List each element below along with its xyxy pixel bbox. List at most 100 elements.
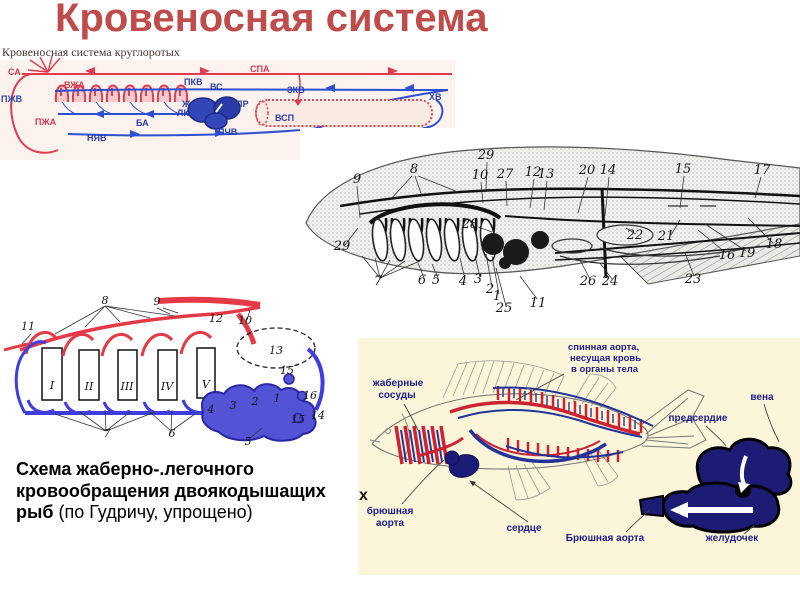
lungfish-arteries — [3, 296, 261, 357]
fish-leader-arrows — [401, 373, 565, 523]
ventral-aorta-label-1: брюшная — [367, 505, 414, 517]
anatomy-heart — [482, 231, 549, 269]
figure-number: 14 — [600, 163, 617, 178]
lamprey-heart — [187, 96, 241, 130]
figure-number: 8 — [102, 294, 109, 307]
label-hv: ХВ — [429, 92, 442, 102]
dorsal-aorta-label-3: в органы тела — [571, 364, 639, 375]
figure-number: 9 — [154, 295, 161, 308]
figure-number: 7 — [374, 274, 383, 289]
figure-number: 12 — [525, 165, 542, 180]
figure-number: 5 — [245, 435, 252, 448]
figure-number: 15 — [291, 413, 305, 426]
gill-pouches — [371, 218, 497, 262]
figure-number: 6 — [418, 273, 426, 288]
label-zkv: ЗКВ — [287, 85, 305, 95]
figure-number: 2 — [485, 282, 494, 297]
figure-number: 21 — [657, 229, 675, 244]
ventral-aorta-label-3: Брюшная аорта — [566, 533, 645, 544]
arch-numeral: I — [49, 379, 55, 392]
caption-line-1: Схема жаберно-.легочного — [16, 459, 254, 479]
arch-numeral: III — [119, 380, 134, 393]
lungfish-arch-numerals: I II III IV V — [49, 378, 211, 393]
figure-number: 17 — [754, 163, 771, 178]
stray-mark: x — [359, 487, 368, 504]
figure-number: 1 — [493, 289, 501, 304]
flow-arrows — [85, 67, 414, 138]
caption-line-3: рыб (по Гудричу, упрощено) — [16, 502, 384, 524]
vein-label: вена — [750, 392, 774, 403]
figure-number: 4 — [458, 274, 467, 289]
fish-body-outline — [371, 393, 649, 470]
label-nyav: НЯВ — [87, 133, 107, 143]
figure-number: 6 — [169, 427, 176, 440]
figure-number: 4 — [207, 403, 215, 416]
fish-leader-lines — [403, 403, 780, 535]
figure-number: 29 — [333, 239, 351, 254]
figure-number: 15 — [280, 364, 294, 377]
gill-vessels-label-2: сосуды — [378, 390, 415, 401]
fish-tail — [641, 389, 707, 449]
label-vsp: ВСП — [275, 113, 294, 123]
figure-number: 20 — [578, 163, 596, 178]
heart-detail — [638, 437, 793, 534]
figure-number: 27 — [496, 167, 514, 182]
label-lk: ЛК — [177, 108, 189, 118]
label-pkv: ПКВ — [184, 77, 203, 87]
figure-number: 18 — [766, 237, 783, 252]
label-ba: БА — [136, 118, 149, 128]
figure-number: 3 — [230, 399, 237, 412]
figure-number: 26 — [579, 274, 597, 289]
figure-number: 23 — [684, 272, 702, 287]
veins-navy — [457, 386, 654, 464]
figure-number: 14 — [311, 409, 325, 422]
figure-number: 16 — [719, 248, 736, 263]
lamprey-heading: Кровеносная система круглоротых — [2, 45, 180, 59]
aorta-spout — [638, 494, 664, 518]
lungfish-scheme-panel: I II III IV V 11 8 9 12 10 13 15 16 1 2 … — [0, 292, 335, 460]
figure-number: 11 — [21, 320, 35, 333]
figure-number: 19 — [739, 246, 756, 261]
lungfish-leader-lines — [21, 305, 263, 440]
figure-number: 7 — [104, 427, 111, 440]
anatomy-figure-panel: 9 8 29 10 27 12 13 20 14 15 17 28 22 21 … — [300, 128, 800, 318]
arch-numeral: V — [202, 378, 211, 391]
gill-vessels-label-1: жаберные — [372, 377, 424, 389]
label-zh: Ж — [181, 99, 191, 109]
figure-number: 9 — [353, 172, 361, 187]
label-spa: СПА — [250, 64, 270, 74]
figure-number: 29 — [477, 148, 495, 163]
figure-number: 16 — [303, 389, 317, 402]
dorsal-aorta-label-2: несущая кровь — [570, 353, 641, 364]
anatomy-figure: 9 8 29 10 27 12 13 20 14 15 17 28 22 21 … — [300, 128, 800, 318]
figure-number: 10 — [238, 314, 252, 327]
figure-number: 28 — [461, 217, 479, 232]
figure-number: 2 — [251, 395, 259, 408]
lamprey-intestine — [255, 99, 433, 127]
caption-line-3-bold: рыб — [16, 502, 54, 523]
figure-number: 25 — [495, 301, 513, 316]
lungfish-numbers: 11 8 9 12 10 13 15 16 1 2 3 4 15 14 5 6 … — [21, 294, 325, 448]
figure-number: 3 — [474, 272, 482, 287]
figure-number: 13 — [269, 344, 283, 357]
figure-caption: Схема жаберно-.легочного кровообращения … — [16, 459, 384, 524]
lungfish-heart — [200, 373, 317, 442]
label-pzhv: ПЖВ — [1, 94, 23, 104]
lamprey-labels: СА СПА ВЖА ПКВ ВС ЗКВ ХВ ПЖВ Ж ЛК ПР ПЖА… — [1, 64, 442, 143]
figure-number: 5 — [432, 273, 440, 288]
label-pzha: ПЖА — [35, 117, 57, 127]
fish-labels: жаберные сосуды спинная аорта, несущая к… — [367, 342, 774, 544]
lungfish-figure: I II III IV V 11 8 9 12 10 13 15 16 1 2 … — [3, 294, 325, 448]
label-pchv: ПЧВ — [218, 127, 238, 137]
gill-vessel-bars — [394, 425, 449, 465]
figure-number: 11 — [530, 296, 547, 311]
caption-line-3-normal: (по Гудричу, упрощено) — [53, 502, 253, 523]
label-vzha: ВЖА — [64, 80, 85, 90]
figure-number: 8 — [410, 162, 418, 177]
figure-number: 12 — [209, 312, 223, 325]
lung-outline — [236, 327, 316, 369]
figure-number: 15 — [675, 162, 692, 177]
fish-figure: x — [358, 338, 800, 575]
figure-number: 1 — [274, 392, 281, 405]
